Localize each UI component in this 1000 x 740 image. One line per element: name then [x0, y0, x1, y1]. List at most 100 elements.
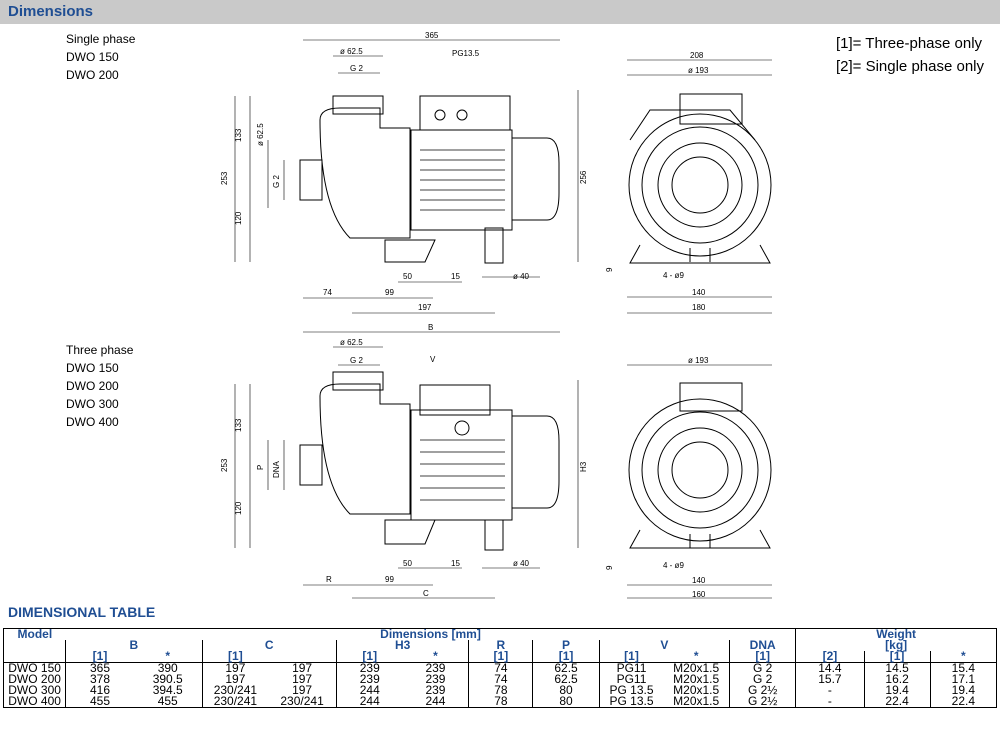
- dim-base-9: 9: [605, 267, 614, 272]
- sub-weight-2: [2]: [795, 650, 865, 663]
- sub-H3-star: *: [402, 650, 469, 663]
- header-DNA: DNA: [729, 639, 796, 651]
- note-three-phase: [1]= Three-phase only: [835, 35, 983, 52]
- header-model: Model: [3, 628, 66, 640]
- sub-B-star: *: [133, 650, 203, 663]
- dim-foot-15: 15: [451, 272, 460, 281]
- dim-99: 99: [385, 288, 394, 297]
- dim-inlet-diameter: ø 62.5: [340, 338, 363, 347]
- dim-C: C: [423, 589, 429, 598]
- dim-mount-holes: 4 - ø9: [663, 561, 684, 570]
- dim-foot-50: 50: [403, 559, 412, 568]
- dim-outlet-diameter: ø 62.5: [256, 123, 265, 146]
- dim-total-height: 253: [220, 171, 229, 185]
- bottom-front-dims: ø 193 9 4 - ø9 140 160: [605, 356, 709, 599]
- dim-upper-height: 133: [234, 128, 243, 142]
- dim-lower-height: 120: [234, 211, 243, 225]
- header-dimensions: Dimensions [mm]: [65, 628, 796, 640]
- header-V: V: [598, 639, 730, 651]
- dim-inlet-thread: G 2: [350, 64, 363, 73]
- top-front-view: [627, 59, 772, 314]
- dim-foot-15: 15: [451, 559, 460, 568]
- dim-width-160: 160: [692, 590, 706, 599]
- bottom-model-2: DWO 200: [66, 379, 119, 393]
- top-front-dims: 208 ø 193 9 4 - ø9 140 180: [605, 51, 709, 312]
- top-phase-title: Single phase: [66, 32, 136, 46]
- header-C: C: [201, 639, 337, 651]
- top-side-dims: 365 ø 62.5 G 2 PG13.5 133 253 120 ø 62.5…: [220, 31, 588, 312]
- sub-weight-star: *: [929, 650, 997, 663]
- dim-cable-gland: PG13.5: [452, 49, 480, 58]
- dim-width-140: 140: [692, 576, 706, 585]
- dim-upper-height: 133: [234, 418, 243, 432]
- dim-V: V: [430, 355, 436, 364]
- bottom-side-view: [234, 331, 579, 599]
- top-side-view: [234, 39, 579, 314]
- table-header-row-3: [1] * [1] [1] * [1] [1] [1] * [1] [2] [1…: [3, 650, 997, 663]
- dim-DNA: DNA: [272, 460, 281, 478]
- bottom-front-view: [627, 364, 772, 599]
- dim-volute-diameter: ø 193: [688, 66, 709, 75]
- dim-99: 99: [385, 575, 394, 584]
- table-header-row-1: Model Dimensions [mm] Weight: [3, 628, 997, 640]
- dim-overall-height: 256: [579, 170, 588, 184]
- header-kg: [kg]: [795, 639, 997, 651]
- header-B: B: [65, 639, 203, 651]
- bottom-phase-title: Three phase: [66, 343, 134, 357]
- top-phase-label: Single phase DWO 150 DWO 200: [66, 30, 135, 84]
- dim-outlet-thread: G 2: [272, 175, 281, 188]
- header-R: R: [468, 639, 533, 651]
- dim-support-diameter: ø 40: [513, 559, 530, 568]
- dim-total-height: 253: [220, 458, 229, 472]
- note-single-phase: [2]= Single phase only: [835, 58, 984, 75]
- dim-volute-diameter: ø 193: [688, 356, 709, 365]
- dim-length: 365: [425, 31, 439, 40]
- dim-support-diameter: ø 40: [513, 272, 530, 281]
- table-title: DIMENSIONAL TABLE: [8, 604, 156, 620]
- sub-DNA-1: [1]: [729, 650, 796, 663]
- table-header-row-2: B C H3 R P V DNA [kg]: [4, 639, 997, 651]
- dim-width-208: 208: [690, 51, 704, 60]
- dim-lower-height: 120: [234, 501, 243, 515]
- top-model-1: DWO 150: [66, 50, 119, 64]
- bottom-phase-label: Three phase DWO 150 DWO 200 DWO 300 DWO …: [66, 341, 133, 431]
- bottom-model-1: DWO 150: [66, 361, 119, 375]
- header-P: P: [532, 639, 600, 651]
- dim-H3: H3: [579, 461, 588, 472]
- technical-drawings: 365 ø 62.5 G 2 PG13.5 133 253 120 ø 62.5…: [220, 31, 772, 599]
- sub-B-1: [1]: [65, 650, 134, 663]
- dim-foot-50: 50: [403, 272, 412, 281]
- bottom-model-3: DWO 300: [66, 397, 119, 411]
- notes: [1]= Three-phase only [2]= Single phase …: [836, 32, 984, 78]
- section-banner: Dimensions: [0, 0, 1000, 24]
- dim-base-9: 9: [605, 565, 614, 570]
- dim-mount-holes: 4 - ø9: [663, 271, 684, 280]
- dim-197: 197: [418, 303, 432, 312]
- sub-H3-1: [1]: [335, 650, 403, 663]
- bottom-side-dims: B ø 62.5 G 2 V 133 253 120 P DNA H3 50 1…: [220, 323, 588, 598]
- dim-B: B: [428, 323, 433, 332]
- sub-R-1: [1]: [468, 650, 533, 663]
- dim-width-180: 180: [692, 303, 706, 312]
- sub-C-star: [268, 651, 337, 663]
- dim-P: P: [256, 465, 265, 470]
- sub-V-star: *: [663, 650, 730, 663]
- sub-weight-1: [1]: [863, 650, 931, 663]
- dim-inlet-diameter: ø 62.5: [340, 47, 363, 56]
- bottom-model-4: DWO 400: [66, 415, 119, 429]
- dim-width-140: 140: [692, 288, 706, 297]
- dimensional-table: Model Dimensions [mm] Weight B C H3 R P …: [3, 628, 997, 708]
- sub-V-1: [1]: [598, 650, 664, 663]
- sub-C-1: [1]: [201, 650, 269, 663]
- sub-P-1: [1]: [532, 650, 600, 663]
- section-title: Dimensions: [8, 3, 94, 20]
- top-model-2: DWO 200: [66, 68, 119, 82]
- header-weight: Weight: [795, 628, 997, 640]
- dim-R: R: [326, 575, 332, 584]
- header-H3: H3: [335, 639, 469, 651]
- dim-inlet-thread: G 2: [350, 356, 363, 365]
